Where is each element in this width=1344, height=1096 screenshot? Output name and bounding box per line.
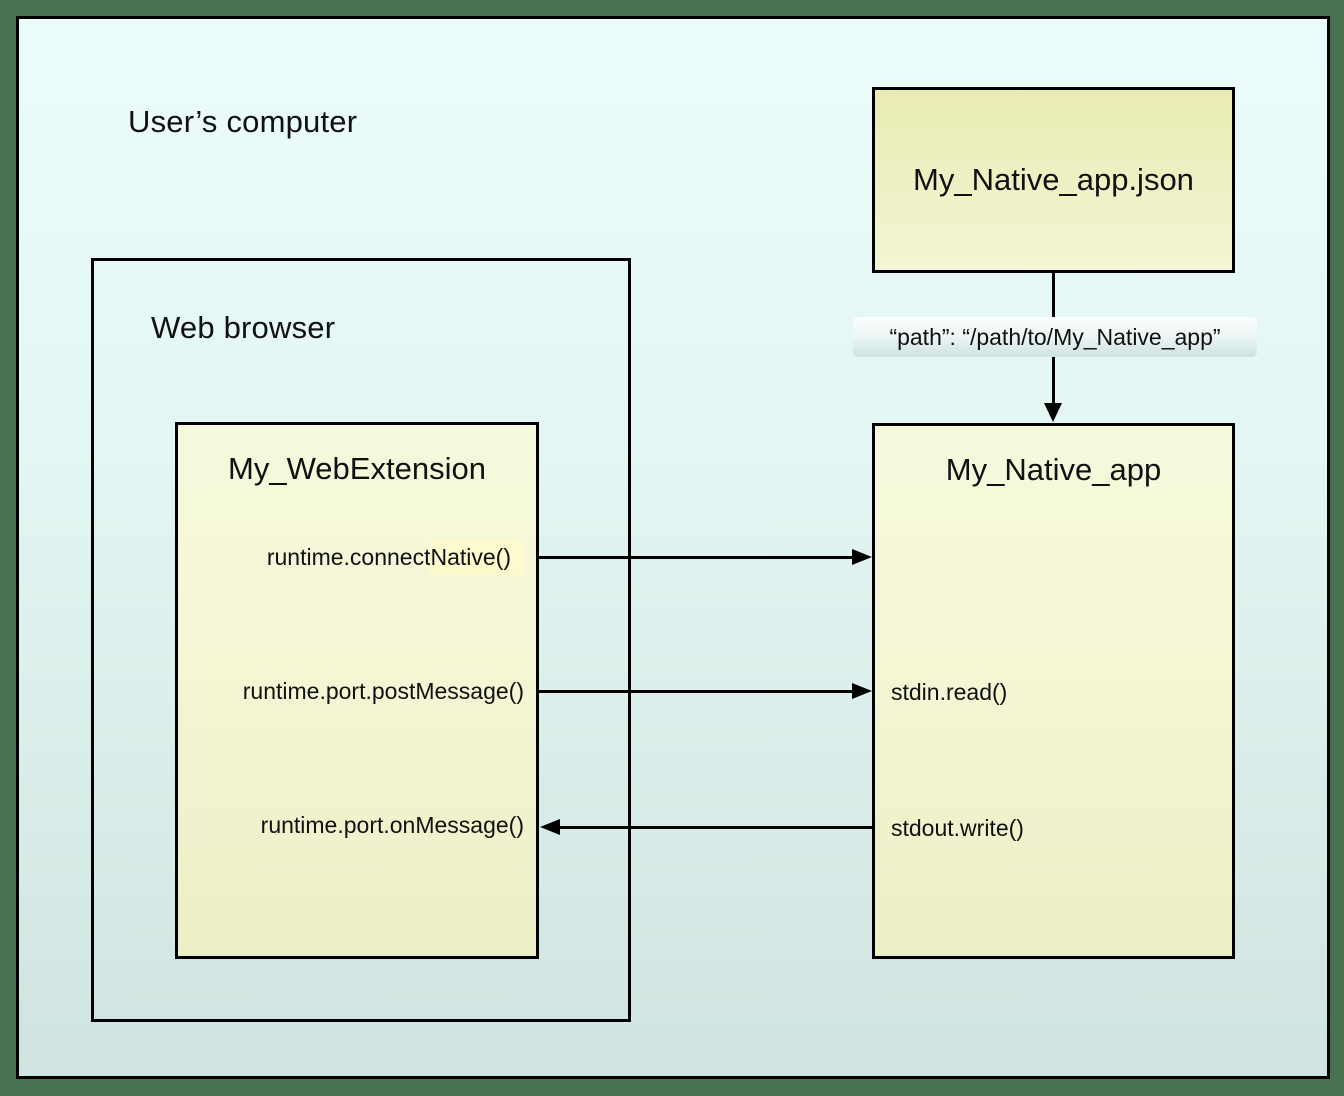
arrow-right-icon [852,549,872,565]
manifest-box: My_Native_app.json [872,87,1235,273]
webextension-title: My_WebExtension [228,451,486,486]
stdin-read-label: stdin.read() [891,679,1008,705]
arrow-left-icon [540,819,560,835]
connect-native-label: runtime.connectNative() [266,539,524,575]
on-message-label: runtime.port.onMessage() [260,812,524,838]
post-message-arrow-line [539,690,855,693]
arrow-down-icon [1044,403,1062,422]
users-computer-label: User’s computer [128,104,358,139]
arrow-right-icon [852,683,872,699]
webextension-box: My_WebExtension runtime.connectNative() … [175,422,539,959]
manifest-title: My_Native_app.json [913,162,1194,197]
post-message-label: runtime.port.postMessage() [242,678,524,704]
web-browser-box [91,258,631,1022]
native-app-title: My_Native_app [945,452,1162,487]
stdout-arrow-line [559,826,872,829]
connect-native-arrow-line [539,556,855,559]
native-app-box: My_Native_app stdin.read() stdout.write(… [872,423,1235,959]
path-annotation: “path”: “/path/to/My_Native_app” [853,317,1257,357]
connect-native-find-highlight: Native() [430,539,524,575]
connect-native-text: runtime.connect [266,544,431,570]
stdout-write-label: stdout.write() [891,815,1024,841]
web-browser-label: Web browser [151,310,336,345]
